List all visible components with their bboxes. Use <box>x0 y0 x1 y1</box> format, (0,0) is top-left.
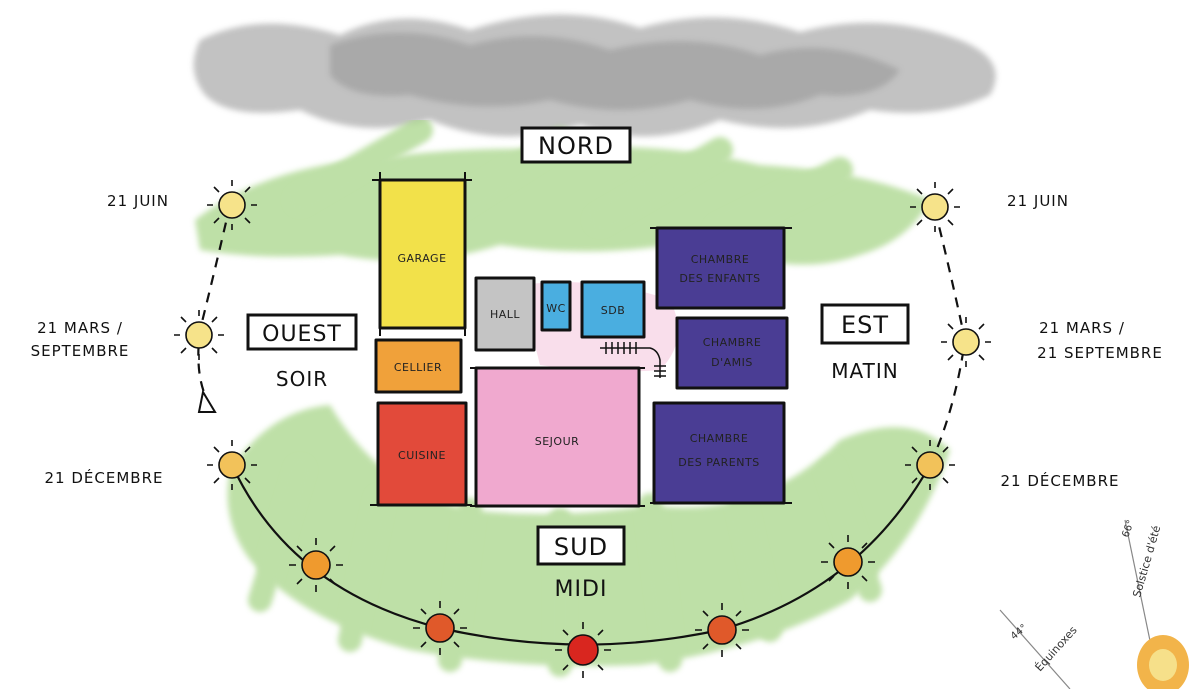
sun-west-december-icon <box>207 440 257 490</box>
south-sublabel: MIDI <box>555 577 608 602</box>
label-wc: WC <box>546 302 566 315</box>
north-box <box>520 126 632 164</box>
label-equinox: Équinoxes <box>1033 623 1080 674</box>
room-garage <box>378 178 467 330</box>
east-december-label: 21 DÉCEMBRE <box>1001 471 1120 490</box>
sun-winter-4-icon <box>821 535 875 589</box>
room-cellier <box>374 338 463 394</box>
label-chambre-parents-1: CHAMBRE <box>690 432 749 445</box>
angle-summer: 66° <box>1120 519 1136 539</box>
sun-winter-3-icon <box>695 603 749 657</box>
sun-west-equinox-icon <box>174 310 224 360</box>
east-march-label-2: 21 SEPTEMBRE <box>1037 344 1163 362</box>
west-march-label-2: SEPTEMBRE <box>31 342 130 360</box>
label-chambre-amis-1: CHAMBRE <box>703 336 762 349</box>
west-june-label: 21 JUIN <box>107 192 169 210</box>
direction-arrow-icon <box>197 389 217 413</box>
sun-winter-1-icon <box>289 538 343 592</box>
room-wc <box>540 280 572 332</box>
label-sdb: SDB <box>601 304 626 317</box>
sun-west-june-icon <box>207 180 257 230</box>
label-hall: HALL <box>490 308 520 321</box>
room-chambre-amis <box>675 316 789 390</box>
east-box <box>820 303 910 345</box>
label-garage: GARAGE <box>397 252 446 265</box>
room-cuisine <box>376 401 468 507</box>
sun-east-june-icon <box>910 182 960 232</box>
east-sublabel: MATIN <box>831 359 898 383</box>
sun-winter-2-icon <box>413 601 467 655</box>
solar-angle-diagram: 66° Solstice d'été 44° Équinoxes <box>999 519 1189 689</box>
north-label: NORD <box>538 132 614 160</box>
west-march-label-1: 21 MARS / <box>37 319 123 337</box>
label-chambre-enfants-2: DES ENFANTS <box>679 272 760 285</box>
label-summer: Solstice d'été <box>1130 524 1163 599</box>
room-chambre-parents <box>652 401 786 505</box>
west-sublabel: SOIR <box>276 367 328 391</box>
east-label: EST <box>841 311 889 339</box>
room-sdb <box>580 280 646 339</box>
sun-east-december-icon <box>905 440 955 490</box>
west-label: OUEST <box>262 322 342 347</box>
label-sejour: SEJOUR <box>535 435 580 448</box>
room-hall <box>474 276 536 352</box>
sun-noon-icon <box>555 622 611 678</box>
floor-plan <box>370 172 792 508</box>
label-chambre-amis-2: D'AMIS <box>711 356 753 369</box>
east-march-label-1: 21 MARS / <box>1039 319 1125 337</box>
west-box <box>246 313 358 351</box>
east-june-label: 21 JUIN <box>1007 192 1069 210</box>
south-box <box>536 525 626 566</box>
clouds <box>193 14 996 137</box>
west-december-label: 21 DÉCEMBRE <box>45 468 164 487</box>
label-chambre-parents-2: DES PARENTS <box>678 456 759 469</box>
room-chambre-enfants <box>655 226 786 310</box>
suns <box>174 180 991 678</box>
sun-east-equinox-icon <box>941 317 991 367</box>
label-cellier: CELLIER <box>394 361 442 374</box>
south-label: SUD <box>554 533 608 561</box>
label-chambre-enfants-1: CHAMBRE <box>691 253 750 266</box>
stairs-icon <box>600 342 666 378</box>
label-cuisine: CUISINE <box>398 449 446 462</box>
